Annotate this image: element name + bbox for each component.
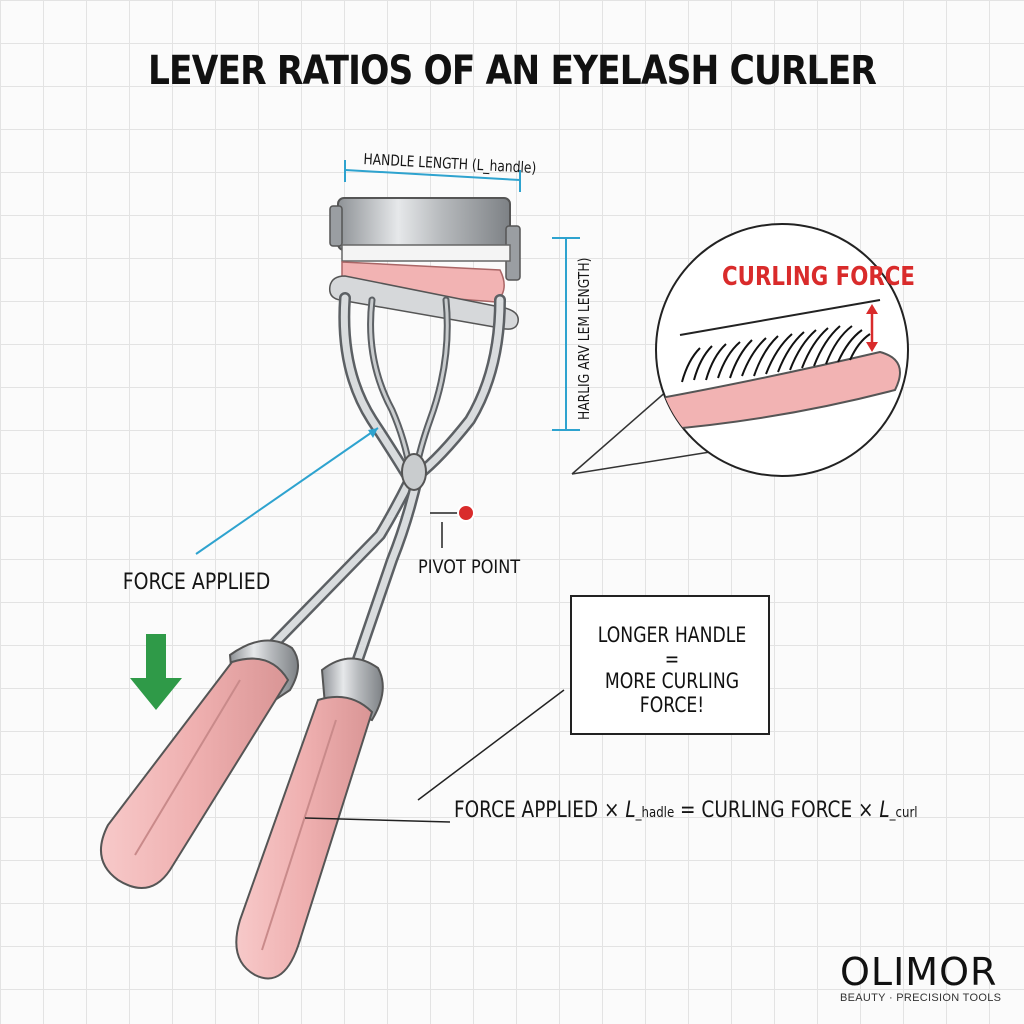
leader-lines [304,689,565,823]
brand-tagline: BEAUTY · PRECISION TOOLS [840,992,1002,1004]
curling-force-label: CURLING FORCE [722,262,915,292]
curler-head [328,197,521,330]
callout-box: LONGER HANDLE = MORE CURLING FORCE! [570,595,770,735]
callout-line-2: MORE CURLING FORCE! [604,669,740,717]
pivot-marker [430,504,475,548]
formula-sub-1: _hadle [635,805,675,821]
brand-logo: OLIMOR [840,950,998,994]
formula-part-1: FORCE APPLIED × [454,798,626,823]
callout-line-1: LONGER HANDLE = [597,623,747,671]
arm-length-dimension [552,237,580,431]
handle-length-dimension [344,160,521,192]
lever-formula: FORCE APPLIED × L_hadle = CURLING FORCE … [454,798,918,823]
force-down-arrow [130,634,182,710]
left-handle-grip [100,639,299,889]
pivot-point-label: PIVOT POINT [418,556,521,578]
formula-l-2: L [879,798,890,823]
arm-length-label: HARLIG ARV LEM LENGTH) [575,257,593,420]
formula-part-2: = CURLING FORCE × [674,798,880,823]
formula-l-1: L [625,798,636,823]
zoom-callout [571,223,909,477]
force-pointer [195,427,379,555]
right-handle-grip [235,657,384,980]
force-applied-label: FORCE APPLIED [122,570,271,595]
formula-sub-2: _curl [889,805,918,821]
curler-arms [262,292,506,674]
curling-force-arrow [866,304,878,352]
diagram-title: LEVER RATIOS OF AN EYELASH CURLER [147,48,877,94]
eyelashes [681,325,871,383]
